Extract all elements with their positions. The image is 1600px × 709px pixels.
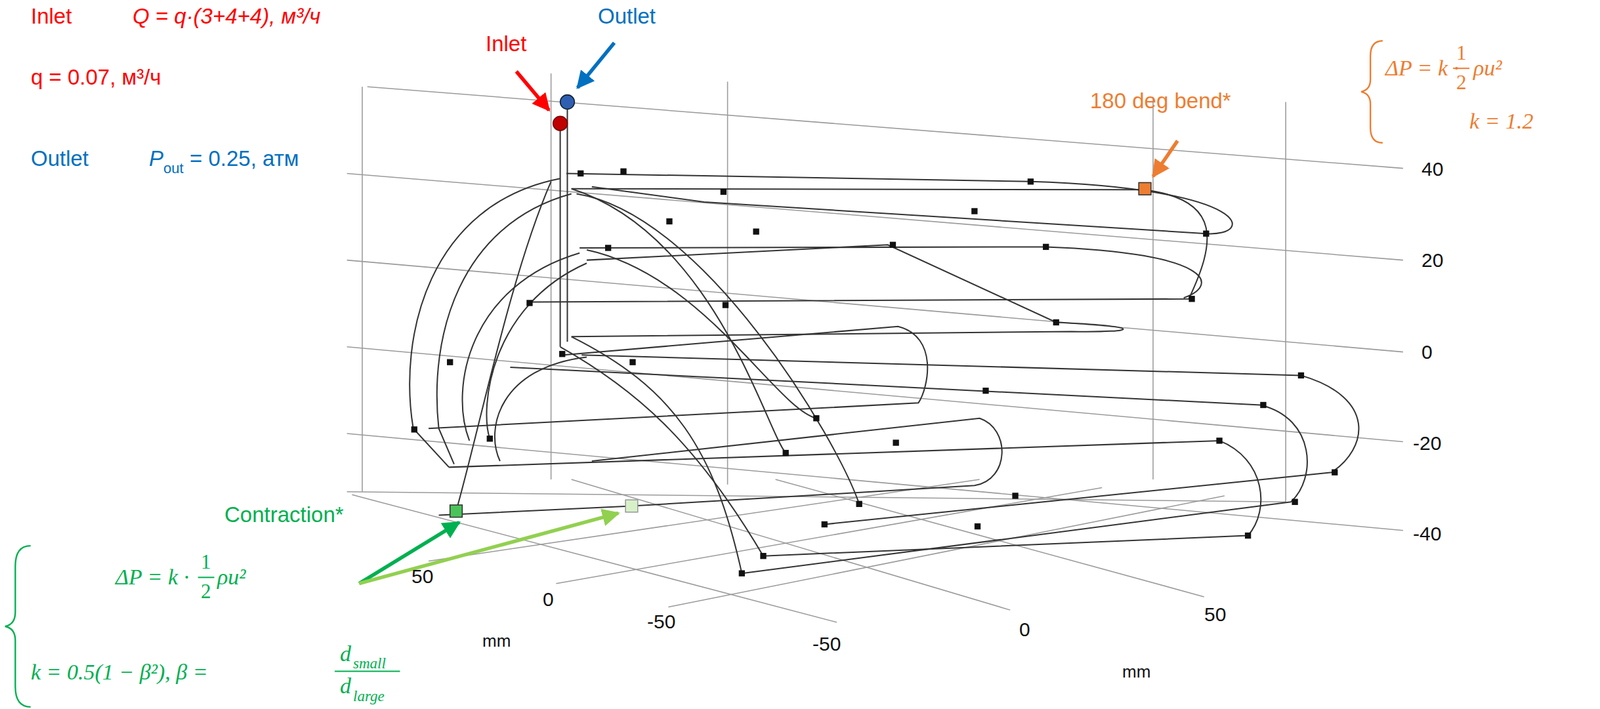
fraction-bar (198, 576, 215, 579)
axis-tick: -50 (812, 634, 841, 655)
leader-arrow (358, 513, 619, 584)
outlet-label: Outlet (30, 147, 89, 170)
loss-coefficient: k = 0.5(1 − β²), β = (30, 661, 209, 684)
pressure-value: = 0.25, атм (189, 147, 299, 170)
brace (1361, 40, 1383, 144)
leader-arrow (516, 71, 550, 111)
bend-marker (1138, 182, 1152, 195)
axis-tick: -40 (1412, 524, 1442, 545)
axis-tick: -20 (1412, 433, 1442, 454)
axis-tick: 50 (1204, 605, 1226, 625)
pipe-route (409, 102, 1359, 575)
pressure-subscript: out (163, 161, 184, 176)
loss-formula: ΔP = k · (115, 566, 190, 589)
diameter-subscript: large (353, 689, 385, 705)
axis-tick: 50 (411, 567, 434, 587)
leader-arrow (577, 42, 615, 88)
axis-tick: -50 (647, 612, 676, 632)
axis-unit: mm (482, 632, 511, 650)
grid (347, 73, 1404, 623)
loss-coefficient: k = 1.2 (1469, 110, 1534, 133)
leader-arrow (358, 522, 459, 584)
axis-tick: 20 (1421, 250, 1444, 271)
inlet-marker (553, 116, 568, 131)
brace (5, 546, 31, 708)
fraction-number: 1 (1456, 42, 1467, 64)
diameter-symbol: d (339, 675, 352, 698)
axis-unit: mm (1122, 663, 1151, 681)
contraction-label: Contraction* (224, 504, 344, 526)
flow-formula: Q = q·(3+4+4), м³/ч (132, 5, 321, 27)
fraction-number: 2 (200, 581, 212, 602)
contraction-marker (625, 500, 638, 513)
bend-label: 180 deg bend* (1090, 89, 1232, 112)
axis-tick: 40 (1421, 159, 1444, 180)
diameter-symbol: d (339, 643, 352, 666)
loss-formula: ρu² (1473, 57, 1503, 80)
flow-value: q = 0.07, м³/ч (30, 66, 162, 88)
loss-formula: ρu² (217, 566, 247, 589)
inlet-label: Inlet (30, 5, 72, 27)
pressure-symbol: P (148, 147, 164, 170)
outlet-marker (560, 95, 575, 110)
axis-tick: 0 (1019, 620, 1031, 640)
axis-tick: 0 (1421, 342, 1433, 363)
axis-tick: 0 (542, 589, 554, 610)
outlet-label: Outlet (597, 5, 656, 27)
inlet-label: Inlet (485, 32, 527, 55)
fraction-number: 1 (200, 551, 212, 573)
fraction-number: 2 (1456, 72, 1467, 93)
pipe-nodes (411, 168, 1339, 577)
diameter-subscript: small (353, 656, 386, 672)
loss-formula: ΔP = k · (1385, 57, 1459, 80)
leader-arrow (1153, 141, 1178, 177)
contraction-marker (450, 505, 463, 518)
